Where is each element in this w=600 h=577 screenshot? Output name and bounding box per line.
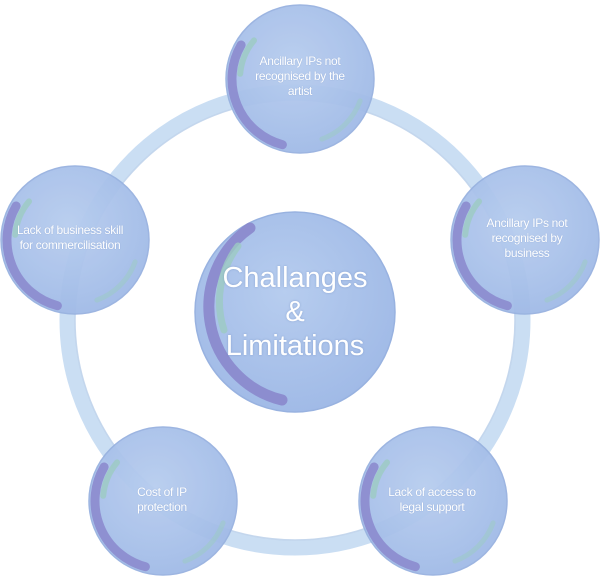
- node-crescent-teal-business: [462, 198, 482, 238]
- node-crescent-purple-artist: [227, 40, 287, 150]
- node-highlight-artist: [319, 98, 363, 142]
- node-ip-cost: [88, 426, 238, 576]
- node-crescent-teal-legal-support: [370, 459, 390, 499]
- center-title-line-2: &: [285, 296, 305, 328]
- center-title-line-1: Challanges: [222, 262, 368, 294]
- node-artist: [225, 4, 375, 154]
- node-legal-support: [358, 426, 508, 576]
- node-crescent-purple-business-skill: [2, 201, 62, 311]
- node-crescent-teal-ip-cost: [100, 459, 120, 499]
- node-highlight-ip-cost: [182, 520, 226, 564]
- center-circle: [194, 211, 396, 413]
- node-crescent-purple-legal-support: [360, 462, 420, 572]
- node-crescent-purple-business: [452, 201, 512, 311]
- node-circle-artist: [225, 4, 375, 154]
- node-highlight-legal-support: [452, 520, 496, 564]
- node-circle-ip-cost: [88, 426, 238, 576]
- node-crescent-teal-business-skill: [12, 198, 32, 238]
- node-crescent-purple-ip-cost: [90, 462, 150, 572]
- center-title: Challanges & Limitations: [195, 212, 395, 412]
- node-circle-legal-support: [358, 426, 508, 576]
- node-business: [450, 165, 600, 315]
- center-layer: [194, 211, 396, 413]
- center-crescent-teal: [215, 242, 242, 334]
- node-highlight-business: [544, 259, 588, 303]
- node-circle-business-skill: [0, 165, 150, 315]
- nodes-layer: [0, 4, 600, 576]
- center-crescent-purple: [203, 222, 288, 406]
- center-title-line-3: Limitations: [225, 330, 365, 362]
- node-circle-business: [450, 165, 600, 315]
- node-crescent-teal-artist: [237, 37, 257, 77]
- node-highlight-business-skill: [94, 259, 138, 303]
- node-business-skill: [0, 165, 150, 315]
